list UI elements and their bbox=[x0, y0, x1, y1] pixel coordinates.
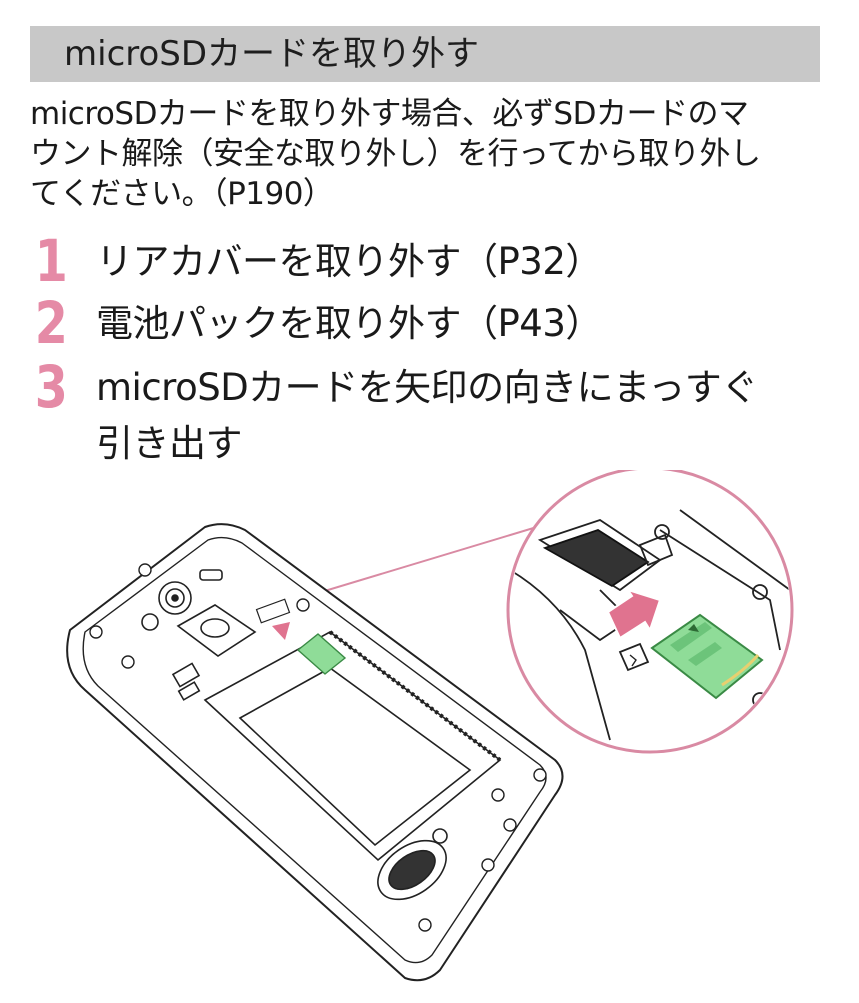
step-text: 電池パックを取り外す（P43） bbox=[96, 296, 826, 352]
intro-line: ウント解除（安全な取り外し）を行ってから取り外し bbox=[30, 136, 761, 172]
step-3: 3 microSDカードを矢印の向きにまっすぐ 引き出す bbox=[30, 356, 830, 466]
battery-compartment bbox=[171, 630, 502, 862]
step-text: リアカバーを取り外す（P32） bbox=[96, 234, 826, 290]
camera-module bbox=[141, 569, 257, 657]
step-text: microSDカードを矢印の向きにまっすぐ 引き出す bbox=[96, 360, 826, 472]
microsd-removal-diagram bbox=[66, 466, 794, 982]
intro-line: てください。（P190） bbox=[30, 176, 334, 212]
step-line: 引き出す bbox=[96, 422, 243, 465]
phone-illustration bbox=[0, 466, 859, 999]
step-line: 電池パックを取り外す（P43） bbox=[96, 302, 602, 345]
step-number: 2 bbox=[34, 289, 68, 357]
section-header: microSDカードを取り外す bbox=[30, 26, 820, 82]
step-number: 1 bbox=[34, 227, 68, 295]
step-number: 3 bbox=[34, 353, 68, 421]
microsd-card-small bbox=[255, 598, 347, 675]
intro-text: microSDカードを取り外す場合、必ずSDカードのマ ウント解除（安全な取り外… bbox=[30, 94, 830, 214]
section-title: microSDカードを取り外す bbox=[64, 34, 480, 74]
step-2: 2 電池パックを取り外す（P43） bbox=[30, 289, 830, 357]
speaker-grille bbox=[377, 828, 448, 901]
microsd-card-large bbox=[650, 613, 764, 700]
step-line: リアカバーを取り外す（P32） bbox=[96, 240, 602, 283]
screw-holes bbox=[89, 563, 547, 932]
step-line: microSDカードを矢印の向きにまっすぐ bbox=[96, 366, 758, 409]
zoom-circle bbox=[506, 466, 794, 754]
pull-arrow-icon bbox=[606, 588, 662, 640]
step-1: 1 リアカバーを取り外す（P32） bbox=[30, 227, 830, 295]
intro-line: microSDカードを取り外す場合、必ずSDカードのマ bbox=[30, 96, 749, 132]
